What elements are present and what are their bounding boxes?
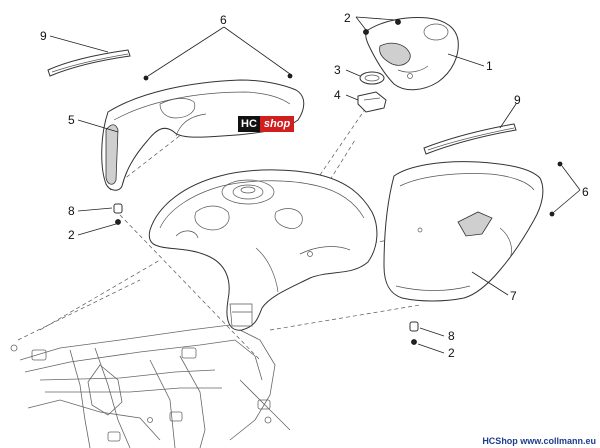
hcshop-watermark-logo: HC shop xyxy=(238,116,295,132)
right-side-cover xyxy=(383,161,544,302)
callout-labels: 9 6 2 1 3 4 5 9 6 8 2 7 8 2 xyxy=(40,11,589,360)
callout-1: 1 xyxy=(486,59,493,73)
trim-strip-right xyxy=(423,123,517,155)
callout-6-top: 6 xyxy=(220,13,227,27)
trim-strip-left xyxy=(47,49,131,77)
callout-4: 4 xyxy=(334,88,341,102)
frame-assembly xyxy=(10,324,291,448)
callout-5: 5 xyxy=(68,113,75,127)
bracket xyxy=(357,91,387,113)
callout-9-left: 9 xyxy=(40,29,47,43)
callout-9-right: 9 xyxy=(514,93,521,107)
watermark-shop: shop xyxy=(259,116,295,132)
callout-7: 7 xyxy=(510,289,517,303)
top-cover xyxy=(365,17,459,91)
callout-2-left: 2 xyxy=(68,228,75,242)
fuel-tank xyxy=(148,169,378,331)
gasket xyxy=(359,71,385,85)
hardware xyxy=(113,19,563,345)
watermark-hc: HC xyxy=(238,116,260,132)
leader-lines xyxy=(49,16,581,354)
footer-credit: HCShop www.collmann.eu xyxy=(482,436,596,446)
callout-8-left: 8 xyxy=(68,204,75,218)
left-side-cover xyxy=(101,79,305,191)
callout-6-right: 6 xyxy=(582,185,589,199)
callout-8-right: 8 xyxy=(448,329,455,343)
callout-2-right: 2 xyxy=(448,346,455,360)
callout-3: 3 xyxy=(334,63,341,77)
callout-2-top: 2 xyxy=(344,11,351,25)
